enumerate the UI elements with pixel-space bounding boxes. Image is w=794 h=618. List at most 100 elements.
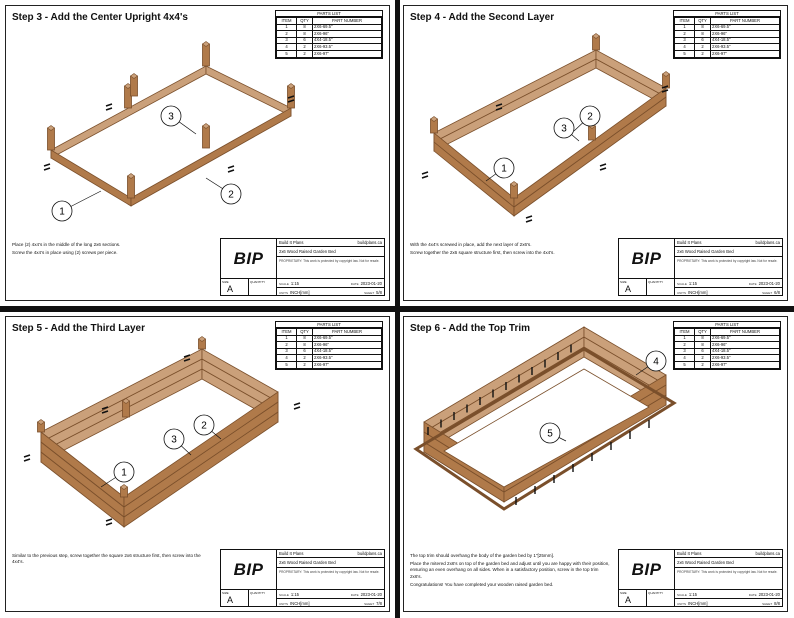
parts-header-cell: QTY (296, 328, 313, 336)
qty-cell: 2 (296, 49, 313, 58)
callout-number: 4 (653, 357, 659, 368)
callout-number: 5 (547, 429, 553, 440)
drawing-title-row: 2x6 Wood Raised Garden Bed (675, 558, 782, 568)
callout-bubble (493, 157, 515, 179)
callout-number: 3 (168, 112, 174, 123)
callout-bubble (579, 105, 601, 127)
part-number-cell: 2X6-69.5" (710, 334, 780, 343)
screw-icon (421, 171, 429, 175)
parts-header-cell: QTY (694, 328, 711, 336)
scale-value: 1:15 (290, 280, 299, 286)
company-website: buildplans.ca (755, 240, 780, 245)
qty-cell: 2 (296, 360, 313, 369)
screw-icon (599, 163, 607, 167)
post-4x4 (47, 127, 55, 151)
step-title: Step 4 - Add the Second Layer (410, 12, 555, 23)
post-top (286, 83, 296, 89)
proprietary-notice: PROPRIETARY: This work is protected by c… (677, 570, 778, 574)
screw-icon (101, 410, 109, 414)
item-cell: 1 (674, 23, 695, 32)
parts-list-title: PARTS LIST (276, 322, 382, 328)
logo-text: BIP (233, 559, 264, 579)
qty-cell: 8 (296, 341, 313, 349)
description-paragraph: Similar to the previous step, screw toge… (12, 553, 201, 565)
screw-icon (495, 107, 503, 111)
part-number-cell: 4X4-18.5" (710, 36, 780, 45)
step-description: The top trim should overhang the body of… (410, 553, 610, 590)
post-top (126, 173, 136, 179)
size-value: A (625, 595, 632, 605)
item-cell: 3 (276, 347, 297, 356)
part-number-cell: 2X6-97" (710, 49, 780, 58)
screw-icon (599, 167, 607, 171)
part-number-cell: 4X4-18.5" (710, 347, 780, 356)
part-number-cell: 2X6-97" (710, 360, 780, 369)
part-number-cell: 2X6-93.5" (710, 354, 780, 362)
qty-cell: 8 (694, 30, 711, 38)
qty-cell: 8 (694, 23, 711, 32)
drawing-title: 2x6 Wood Raised Garden Bed (279, 560, 336, 565)
logo-text: BIP (631, 248, 662, 268)
garden-bed-drawing: 123 (421, 33, 671, 223)
qty-cell: 8 (296, 23, 313, 32)
description-paragraph: Place the mitered 2x6's on top of the ga… (410, 561, 610, 579)
notice-row: PROPRIETARY: This work is protected by c… (277, 568, 384, 590)
post-4x4 (202, 43, 210, 67)
item-cell: 2 (276, 30, 297, 38)
scale-label: SCALE (677, 281, 687, 286)
bip-logo: BIP (619, 550, 675, 590)
screw-icon (23, 458, 31, 462)
step-description: Similar to the previous step, screw toge… (12, 553, 212, 567)
part-number-cell: 2X6-69.5" (312, 23, 382, 32)
size-value: A (227, 595, 234, 605)
parts-list-title: PARTS LIST (276, 11, 382, 17)
post-top (509, 181, 519, 187)
drawing-title-row: 2x6 Wood Raised Garden Bed (277, 247, 384, 257)
lumber-board (123, 391, 279, 508)
lumber-board (40, 348, 203, 443)
units-value: INCH[mm] (290, 601, 310, 606)
callout-bubble (220, 183, 242, 205)
parts-header-cell: PART NUMBER (710, 17, 780, 25)
screw-icon (293, 402, 301, 406)
lumber-board (40, 441, 125, 518)
screw-icon (105, 518, 113, 522)
date-label: DATE (748, 592, 757, 597)
proprietary-notice: PROPRIETARY: This work is protected by c… (279, 570, 380, 574)
parts-header-cell: PART NUMBER (312, 17, 382, 25)
sheet-value: 7/8 (376, 601, 382, 606)
company-website: buildplans.ca (755, 551, 780, 556)
company-name: Build It Plans (279, 240, 304, 245)
scale-label: SCALE (677, 592, 687, 597)
description-paragraph: Screw the 4x4's in place using (2) screw… (12, 250, 118, 256)
parts-list-title: PARTS LIST (674, 322, 780, 328)
item-cell: 5 (276, 49, 297, 58)
item-cell: 4 (276, 43, 297, 51)
callout-bubble (163, 428, 185, 450)
quantity-cell: QUANTITY (249, 590, 277, 606)
